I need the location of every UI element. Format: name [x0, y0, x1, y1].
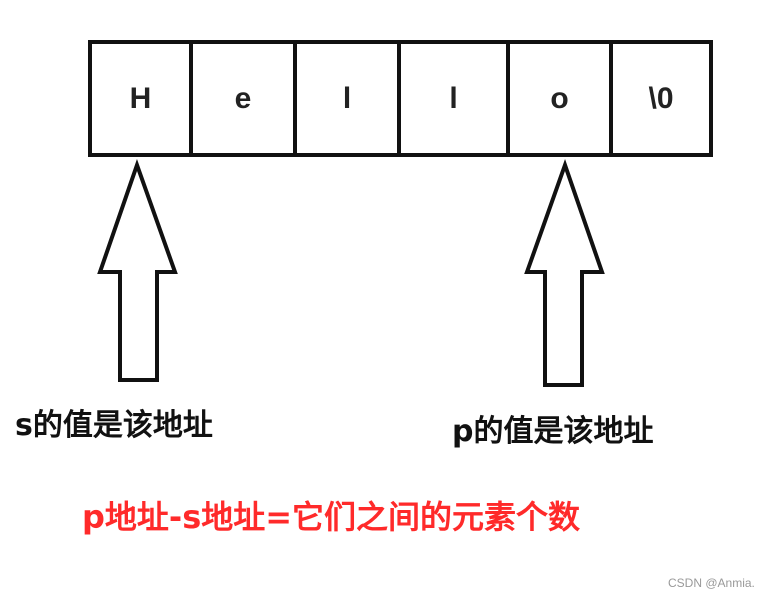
p-label: p的值是该地址 [452, 414, 654, 449]
formula-text: p地址-s地址=它们之间的元素个数 [82, 498, 581, 536]
s-label: s的值是该地址 [15, 408, 213, 443]
s-pointer-arrow [97, 158, 178, 382]
array-cell-5: \0 [609, 40, 713, 157]
p-pointer-arrow [524, 158, 605, 387]
watermark: CSDN @Anmia. [668, 576, 755, 590]
